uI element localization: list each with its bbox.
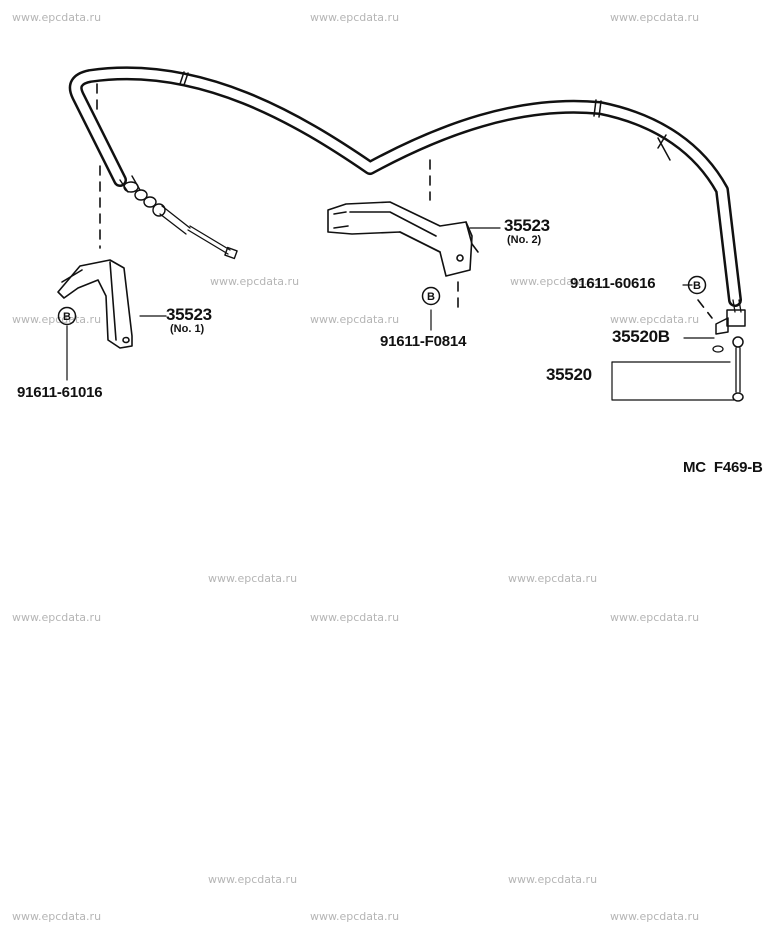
cable-end-left [119,175,238,260]
watermark: www.epcdata.ru [510,275,600,288]
watermark: www.epcdata.ru [210,275,300,288]
part-label-bolt-right: 91611-60616 [570,275,656,292]
watermark: www.epcdata.ru [610,313,700,326]
leader-lines [66,227,735,401]
cable-end-right [712,299,746,402]
part-label-bolt-left: 91611-61016 [17,384,103,401]
bolt-marker-left: B [63,311,71,323]
watermark: www.epcdata.ru [508,873,598,886]
watermark: www.epcdata.ru [310,611,400,624]
figure-code: MC F469-B [683,459,763,476]
watermark: www.epcdata.ru [508,572,598,585]
cable-housing [68,66,742,307]
watermark: www.epcdata.ru [610,910,700,923]
dashed-guides [96,83,713,319]
part-label-bracket-no1: 35523 [166,305,212,324]
watermark: www.epcdata.ru [12,611,102,624]
part-note-bracket-no2: (No. 2) [507,234,542,246]
bolt-marker-icons [57,275,707,326]
part-label-cable-assy: 35520 [546,365,592,384]
watermark: www.epcdata.ru [310,910,400,923]
watermark: www.epcdata.ru [12,910,102,923]
part-label-bracket-no2: 35523 [504,216,550,235]
watermark: www.epcdata.ru [12,11,102,24]
part-label-bolt-center: 91611-F0814 [380,333,467,350]
watermark: www.epcdata.ru [310,11,400,24]
watermark: www.epcdata.ru [208,873,298,886]
watermark: www.epcdata.ru [610,11,700,24]
part-label-cable-sub: 35520B [612,327,670,346]
watermark: www.epcdata.ru [310,313,400,326]
bracket-no2 [327,201,479,277]
part-note-bracket-no1: (No. 1) [170,323,205,335]
bolt-marker-center: B [427,291,435,303]
watermark: www.epcdata.ru [12,313,102,326]
watermark: www.epcdata.ru [610,611,700,624]
watermark: www.epcdata.ru [208,572,298,585]
bolt-marker-right: B [693,280,701,292]
bracket-no1 [57,259,133,349]
